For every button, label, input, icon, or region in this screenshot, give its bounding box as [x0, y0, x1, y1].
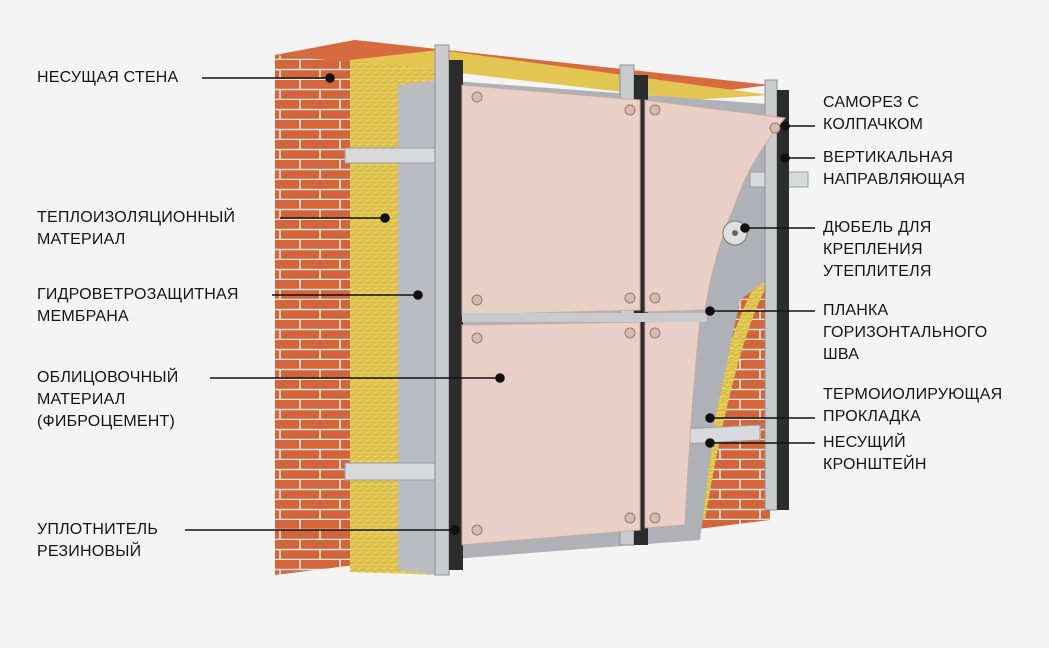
label-line: РЕЗИНОВЫЙ	[37, 543, 142, 560]
leader-lines	[185, 73, 815, 535]
screw-caps	[471, 91, 781, 536]
label-dowel: ДЮБЕЛЬ ДЛЯ КРЕПЛЕНИЯ УТЕПЛИТЕЛЯ	[823, 217, 932, 283]
label-line: ГОРИЗОНТАЛЬНОГО	[823, 324, 988, 341]
label-cladding: ОБЛИЦОВОЧНЫЙ МАТЕРИАЛ (ФИБРОЦЕМЕНТ)	[37, 367, 178, 433]
facade-panels	[461, 84, 786, 546]
label-line: НАПРАВЛЯЮЩАЯ	[823, 171, 966, 188]
label-line: ОБЛИЦОВОЧНЫЙ	[37, 369, 179, 386]
label-line: УПЛОТНИТЕЛЬ	[37, 521, 159, 538]
label-line: САМОРЕЗ С	[823, 94, 920, 111]
membrane-layer	[398, 80, 440, 575]
label-line: МЕМБРАНА	[37, 308, 129, 325]
label-line: ПРОКЛАДКА	[823, 408, 921, 425]
label-load-bearing-wall: НЕСУЩАЯ СТЕНА	[37, 67, 178, 89]
label-line: МАТЕРИАЛ	[37, 391, 126, 408]
label-line: КРЕПЛЕНИЯ	[823, 241, 923, 258]
label-line: ГИДРОВЕТРОЗАЩИТНАЯ	[37, 286, 239, 303]
label-line: ПЛАНКА	[823, 302, 889, 319]
label-membrane: ГИДРОВЕТРОЗАЩИТНАЯ МЕМБРАНА	[37, 284, 239, 328]
label-bracket: НЕСУЩИЙ КРОНШТЕЙН	[823, 432, 927, 476]
label-line: НЕСУЩАЯ СТЕНА	[37, 69, 179, 86]
label-seam-strip: ПЛАНКА ГОРИЗОНТАЛЬНОГО ШВА	[823, 300, 987, 366]
label-line: МАТЕРИАЛ	[37, 231, 126, 248]
label-line: (ФИБРОЦЕМЕНТ)	[37, 413, 176, 430]
label-line: КОЛПАЧКОМ	[823, 116, 924, 133]
label-line: ТЕРМОИОЛИРУЮЩАЯ	[823, 386, 1003, 403]
label-line: ВЕРТИКАЛЬНАЯ	[823, 149, 954, 166]
horizontal-seam-strip	[462, 313, 707, 322]
label-cap-screw: САМОРЕЗ С КОЛПАЧКОМ	[823, 92, 923, 136]
label-insulation: ТЕПЛОИЗОЛЯЦИОННЫЙ МАТЕРИАЛ	[37, 207, 235, 251]
label-line: ШВА	[823, 346, 860, 363]
label-thermal-pad: ТЕРМОИОЛИРУЮЩАЯ ПРОКЛАДКА	[823, 384, 1002, 428]
label-line: ДЮБЕЛЬ ДЛЯ	[823, 219, 932, 236]
label-rubber-seal: УПЛОТНИТЕЛЬ РЕЗИНОВЫЙ	[37, 519, 158, 563]
label-line: НЕСУЩИЙ	[823, 434, 906, 451]
label-line: УТЕПЛИТЕЛЯ	[823, 263, 932, 280]
label-line: КРОНШТЕЙН	[823, 456, 927, 473]
label-line: ТЕПЛОИЗОЛЯЦИОННЫЙ	[37, 209, 236, 226]
label-vertical-rail: ВЕРТИКАЛЬНАЯ НАПРАВЛЯЮЩАЯ	[823, 147, 965, 191]
